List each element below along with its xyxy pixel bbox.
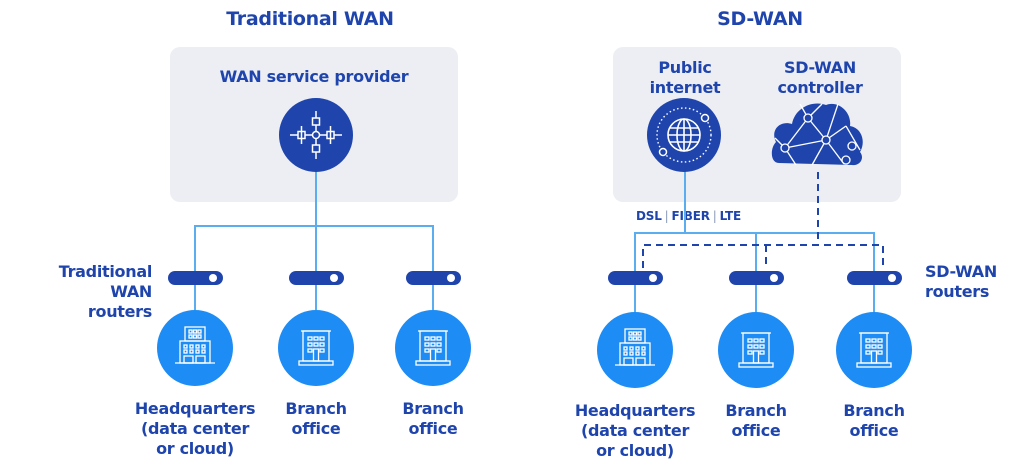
link-type-fiber: FIBER xyxy=(671,209,710,223)
sd-wan-routers-label: SD-WAN routers xyxy=(925,262,997,302)
traditional-wan-router xyxy=(289,271,344,285)
branch-office-site xyxy=(278,310,354,386)
site-label-line: Branch xyxy=(402,399,464,418)
branch-office-label: Branch office xyxy=(706,401,806,441)
traditional-wan-router xyxy=(406,271,461,285)
link-type-lte: LTE xyxy=(719,209,742,223)
traditional-wan-router xyxy=(168,271,223,285)
globe-icon xyxy=(647,98,721,172)
traditional-wan-routers-label: Traditional WAN routers xyxy=(14,262,153,322)
public-internet-label: Public internet xyxy=(630,58,740,98)
public-internet-label-line: internet xyxy=(649,78,721,97)
controller-links xyxy=(642,172,884,268)
site-label-line: Headquarters xyxy=(134,399,256,418)
sd-wan-router xyxy=(608,271,663,285)
routers-label-line: Traditional WAN xyxy=(58,262,153,301)
site-label-line: or cloud) xyxy=(156,439,234,458)
link-types: DSL|FIBER|LTE xyxy=(636,209,741,223)
branch-office-label: Branch office xyxy=(824,401,924,441)
routers-label-line: SD-WAN xyxy=(925,262,997,281)
sd-wan-title: SD-WAN xyxy=(717,8,803,30)
sd-wan-router xyxy=(847,271,902,285)
network-hub-icon xyxy=(279,98,353,172)
cloud-network-icon xyxy=(771,103,863,166)
site-label-line: Branch xyxy=(725,401,787,420)
branch-office-site xyxy=(836,312,912,388)
headquarters-label: Headquarters (data center or cloud) xyxy=(130,399,260,459)
sd-wan-controller-label-line: SD-WAN xyxy=(784,58,856,77)
separator: | xyxy=(712,209,717,223)
sd-wan-controller-label-line: controller xyxy=(777,78,863,97)
branch-office-site xyxy=(395,310,471,386)
site-label-line: office xyxy=(408,419,458,438)
site-label-line: or cloud) xyxy=(596,441,674,460)
routers-label-line: routers xyxy=(87,302,152,321)
headquarters-site xyxy=(157,310,233,386)
branch-office-label: Branch office xyxy=(383,399,483,439)
link-type-dsl: DSL xyxy=(636,209,662,223)
sd-wan-router xyxy=(729,271,784,285)
site-label-line: (data center xyxy=(580,421,690,440)
wan-provider-label: WAN service provider xyxy=(219,67,409,86)
separator: | xyxy=(664,209,669,223)
public-internet-label-line: Public xyxy=(658,58,712,77)
site-label-line: office xyxy=(849,421,899,440)
headquarters-label: Headquarters (data center or cloud) xyxy=(570,401,700,461)
sd-wan-controller-label: SD-WAN controller xyxy=(760,58,880,98)
site-label-line: Branch xyxy=(843,401,905,420)
headquarters-site xyxy=(597,312,673,388)
site-label-line: (data center xyxy=(140,419,250,438)
routers-label-line: routers xyxy=(925,282,990,301)
traditional-wan-title: Traditional WAN xyxy=(226,8,394,30)
branch-office-label: Branch office xyxy=(266,399,366,439)
site-label-line: Headquarters xyxy=(574,401,696,420)
site-label-line: office xyxy=(291,419,341,438)
branch-office-site xyxy=(718,312,794,388)
site-label-line: office xyxy=(731,421,781,440)
site-label-line: Branch xyxy=(285,399,347,418)
